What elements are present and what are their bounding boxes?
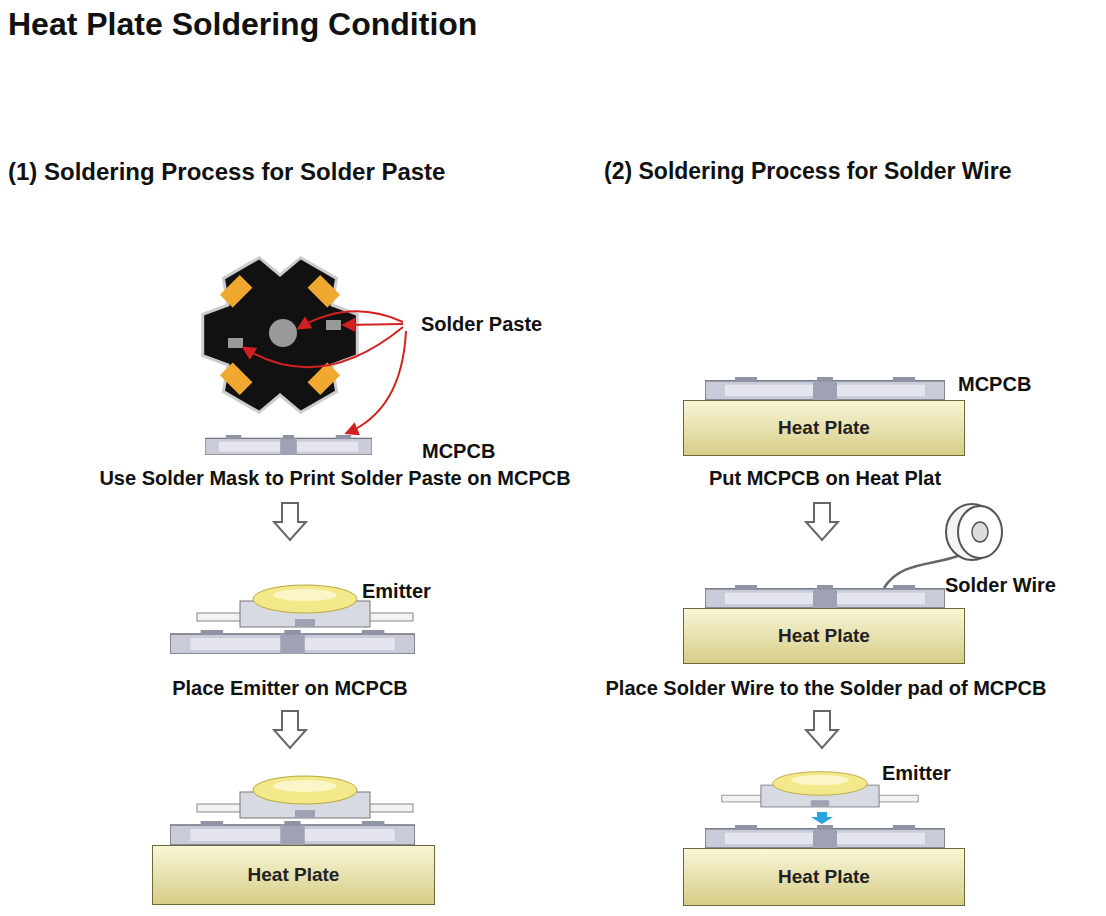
star-mcpcb <box>203 258 358 413</box>
mcpcb-side <box>705 377 945 400</box>
step-arrow <box>806 711 838 748</box>
leader-arrow <box>299 311 403 328</box>
heat-plate: Heat Plate <box>152 845 435 905</box>
orange-pad <box>220 275 253 308</box>
mcpcb-side <box>170 630 415 654</box>
thermal-pad <box>269 319 297 347</box>
leader-arrow <box>344 324 403 325</box>
step-arrow <box>274 711 306 748</box>
step-caption: Place Emitter on MCPCB <box>172 677 408 700</box>
orange-pad <box>308 275 341 308</box>
step-arrow <box>806 503 838 540</box>
section-heading: (2) Soldering Process for Solder Wire <box>604 158 1012 184</box>
orange-pad <box>220 363 253 396</box>
part-label: Emitter <box>882 762 951 785</box>
place-arrow <box>817 812 827 817</box>
part-label: Emitter <box>362 580 431 603</box>
step-caption: Use Solder Mask to Print Solder Paste on… <box>99 467 570 490</box>
electrode-pad <box>326 320 341 330</box>
plate-label: Heat Plate <box>248 864 340 886</box>
plate-label: Heat Plate <box>778 417 870 439</box>
spool-hub <box>972 522 988 542</box>
part-label: MCPCB <box>422 440 495 463</box>
mcpcb-side <box>205 435 372 455</box>
wire-spool <box>958 506 1002 558</box>
step-caption: Put MCPCB on Heat Plat <box>709 467 941 490</box>
part-label: MCPCB <box>958 373 1031 396</box>
heat-plate: Heat Plate <box>683 608 965 664</box>
step-arrow <box>274 503 306 540</box>
step-caption: Place Solder Wire to the Solder pad of M… <box>606 677 1047 700</box>
diagram-title: Heat Plate Soldering Condition <box>8 6 477 43</box>
part-label: Solder Paste <box>421 313 542 336</box>
leader-arrow <box>244 327 403 367</box>
leader-arrow <box>347 331 406 433</box>
heat-plate: Heat Plate <box>683 400 965 456</box>
heat-plate: Heat Plate <box>683 848 965 906</box>
place-arrow <box>811 817 833 824</box>
plate-label: Heat Plate <box>778 625 870 647</box>
part-label: Solder Wire <box>945 574 1056 597</box>
emitter-side <box>197 776 413 818</box>
mcpcb-side <box>170 821 415 845</box>
mcpcb-side <box>705 825 945 848</box>
mcpcb-side <box>705 585 945 608</box>
section-heading: (1) Soldering Process for Solder Paste <box>8 158 445 186</box>
plate-label: Heat Plate <box>778 866 870 888</box>
electrode-pad <box>228 338 243 348</box>
